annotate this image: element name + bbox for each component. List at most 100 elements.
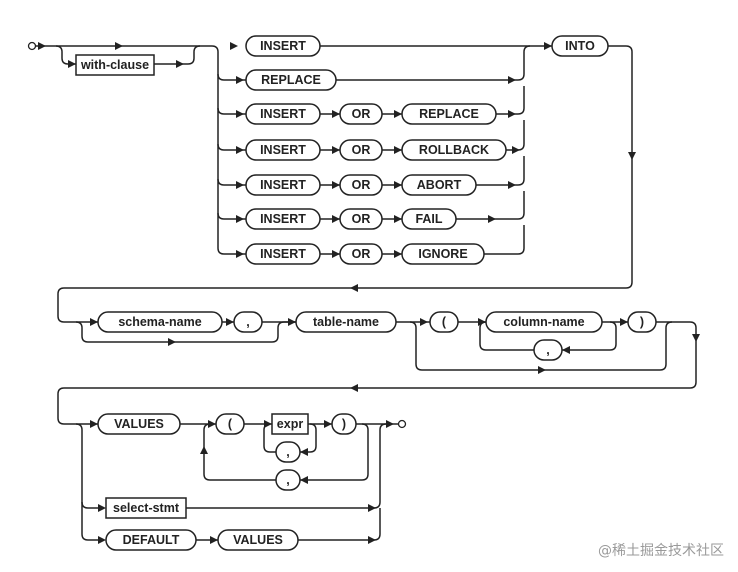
track xyxy=(300,423,369,481)
track xyxy=(217,212,246,220)
or-label: OR xyxy=(352,178,371,192)
expr-label: expr xyxy=(277,417,304,431)
values-label: VALUES xyxy=(114,417,164,431)
arrowhead xyxy=(90,318,98,326)
arrowhead xyxy=(210,536,218,544)
select-stmt-label: select-stmt xyxy=(113,501,180,515)
arrowhead xyxy=(236,146,244,154)
ignore-button xyxy=(401,243,485,265)
comma-label: , xyxy=(286,445,289,459)
schema-name-label: schema-name xyxy=(118,315,201,329)
insert-button xyxy=(245,139,321,161)
default-label: DEFAULT xyxy=(123,533,180,547)
track xyxy=(217,143,246,151)
arrowhead xyxy=(394,250,402,258)
track xyxy=(476,156,525,186)
track xyxy=(81,501,104,509)
arrowhead xyxy=(236,250,244,258)
track xyxy=(57,321,697,425)
arrowhead xyxy=(300,476,308,484)
arrowhead xyxy=(90,420,98,428)
arrowhead xyxy=(168,338,176,346)
lparen-label: ( xyxy=(228,417,233,431)
track xyxy=(300,423,317,453)
insert-button xyxy=(245,208,321,230)
track xyxy=(506,120,525,151)
arrowhead xyxy=(332,250,340,258)
track xyxy=(211,45,246,255)
arrowhead xyxy=(508,76,516,84)
track xyxy=(186,423,387,509)
ignore-label: IGNORE xyxy=(418,247,467,261)
track xyxy=(298,508,381,541)
lparen-label: ( xyxy=(442,315,447,329)
insert-button xyxy=(245,243,321,265)
or-button xyxy=(339,139,383,161)
track xyxy=(217,178,246,186)
insert-label: INSERT xyxy=(260,178,306,192)
arrowhead xyxy=(628,152,636,160)
insert-label: INSERT xyxy=(260,107,306,121)
or-button xyxy=(339,174,383,196)
arrowhead xyxy=(394,146,402,154)
arrowhead xyxy=(98,536,106,544)
arrowhead xyxy=(692,334,700,342)
track xyxy=(336,45,531,81)
insert-button xyxy=(245,103,321,125)
arrowhead xyxy=(98,504,106,512)
or-button xyxy=(339,103,383,125)
arrowhead xyxy=(386,420,394,428)
track xyxy=(263,423,276,453)
arrowhead xyxy=(350,284,358,292)
with-clause-box xyxy=(75,54,155,76)
arrowhead xyxy=(394,110,402,118)
track xyxy=(562,321,617,351)
comma-label: , xyxy=(546,343,549,357)
arrowhead xyxy=(236,76,244,84)
with-clause-label: with-clause xyxy=(80,58,149,72)
table-name-label: table-name xyxy=(313,315,379,329)
fail-button xyxy=(401,208,457,230)
arrowhead xyxy=(420,318,428,326)
arrowhead xyxy=(230,42,238,50)
arrowhead xyxy=(115,42,123,50)
arrowhead xyxy=(508,181,516,189)
arrowhead xyxy=(300,448,308,456)
arrowhead xyxy=(512,146,520,154)
fail-label: FAIL xyxy=(415,212,442,226)
arrowhead xyxy=(620,318,628,326)
arrowhead xyxy=(332,146,340,154)
track xyxy=(57,45,633,323)
arrowhead xyxy=(350,384,358,392)
arrowhead xyxy=(236,215,244,223)
end-point xyxy=(397,419,407,429)
replace-label: REPLACE xyxy=(261,73,321,87)
arrowhead xyxy=(332,110,340,118)
arrowhead xyxy=(394,215,402,223)
or-label: OR xyxy=(352,212,371,226)
or-label: OR xyxy=(352,247,371,261)
arrowhead xyxy=(226,318,234,326)
arrowhead xyxy=(236,181,244,189)
start-point xyxy=(27,41,37,51)
track xyxy=(217,107,246,115)
track xyxy=(484,225,525,255)
replace-button xyxy=(245,69,337,91)
rollback-label: ROLLBACK xyxy=(419,143,489,157)
rparen-label: ) xyxy=(342,417,346,431)
track xyxy=(75,321,296,343)
arrowhead xyxy=(236,110,244,118)
arrowhead xyxy=(200,446,208,454)
arrowhead xyxy=(508,110,516,118)
replace-label: REPLACE xyxy=(419,107,479,121)
insert-label: INSERT xyxy=(260,247,306,261)
column-name-label: column-name xyxy=(503,315,584,329)
track xyxy=(154,45,201,65)
track xyxy=(55,45,76,65)
arrowhead xyxy=(538,366,546,374)
arrowhead xyxy=(332,215,340,223)
watermark: @稀土掘金技术社区 xyxy=(598,543,724,559)
arrowhead xyxy=(478,318,486,326)
abort-label: ABORT xyxy=(417,178,462,192)
